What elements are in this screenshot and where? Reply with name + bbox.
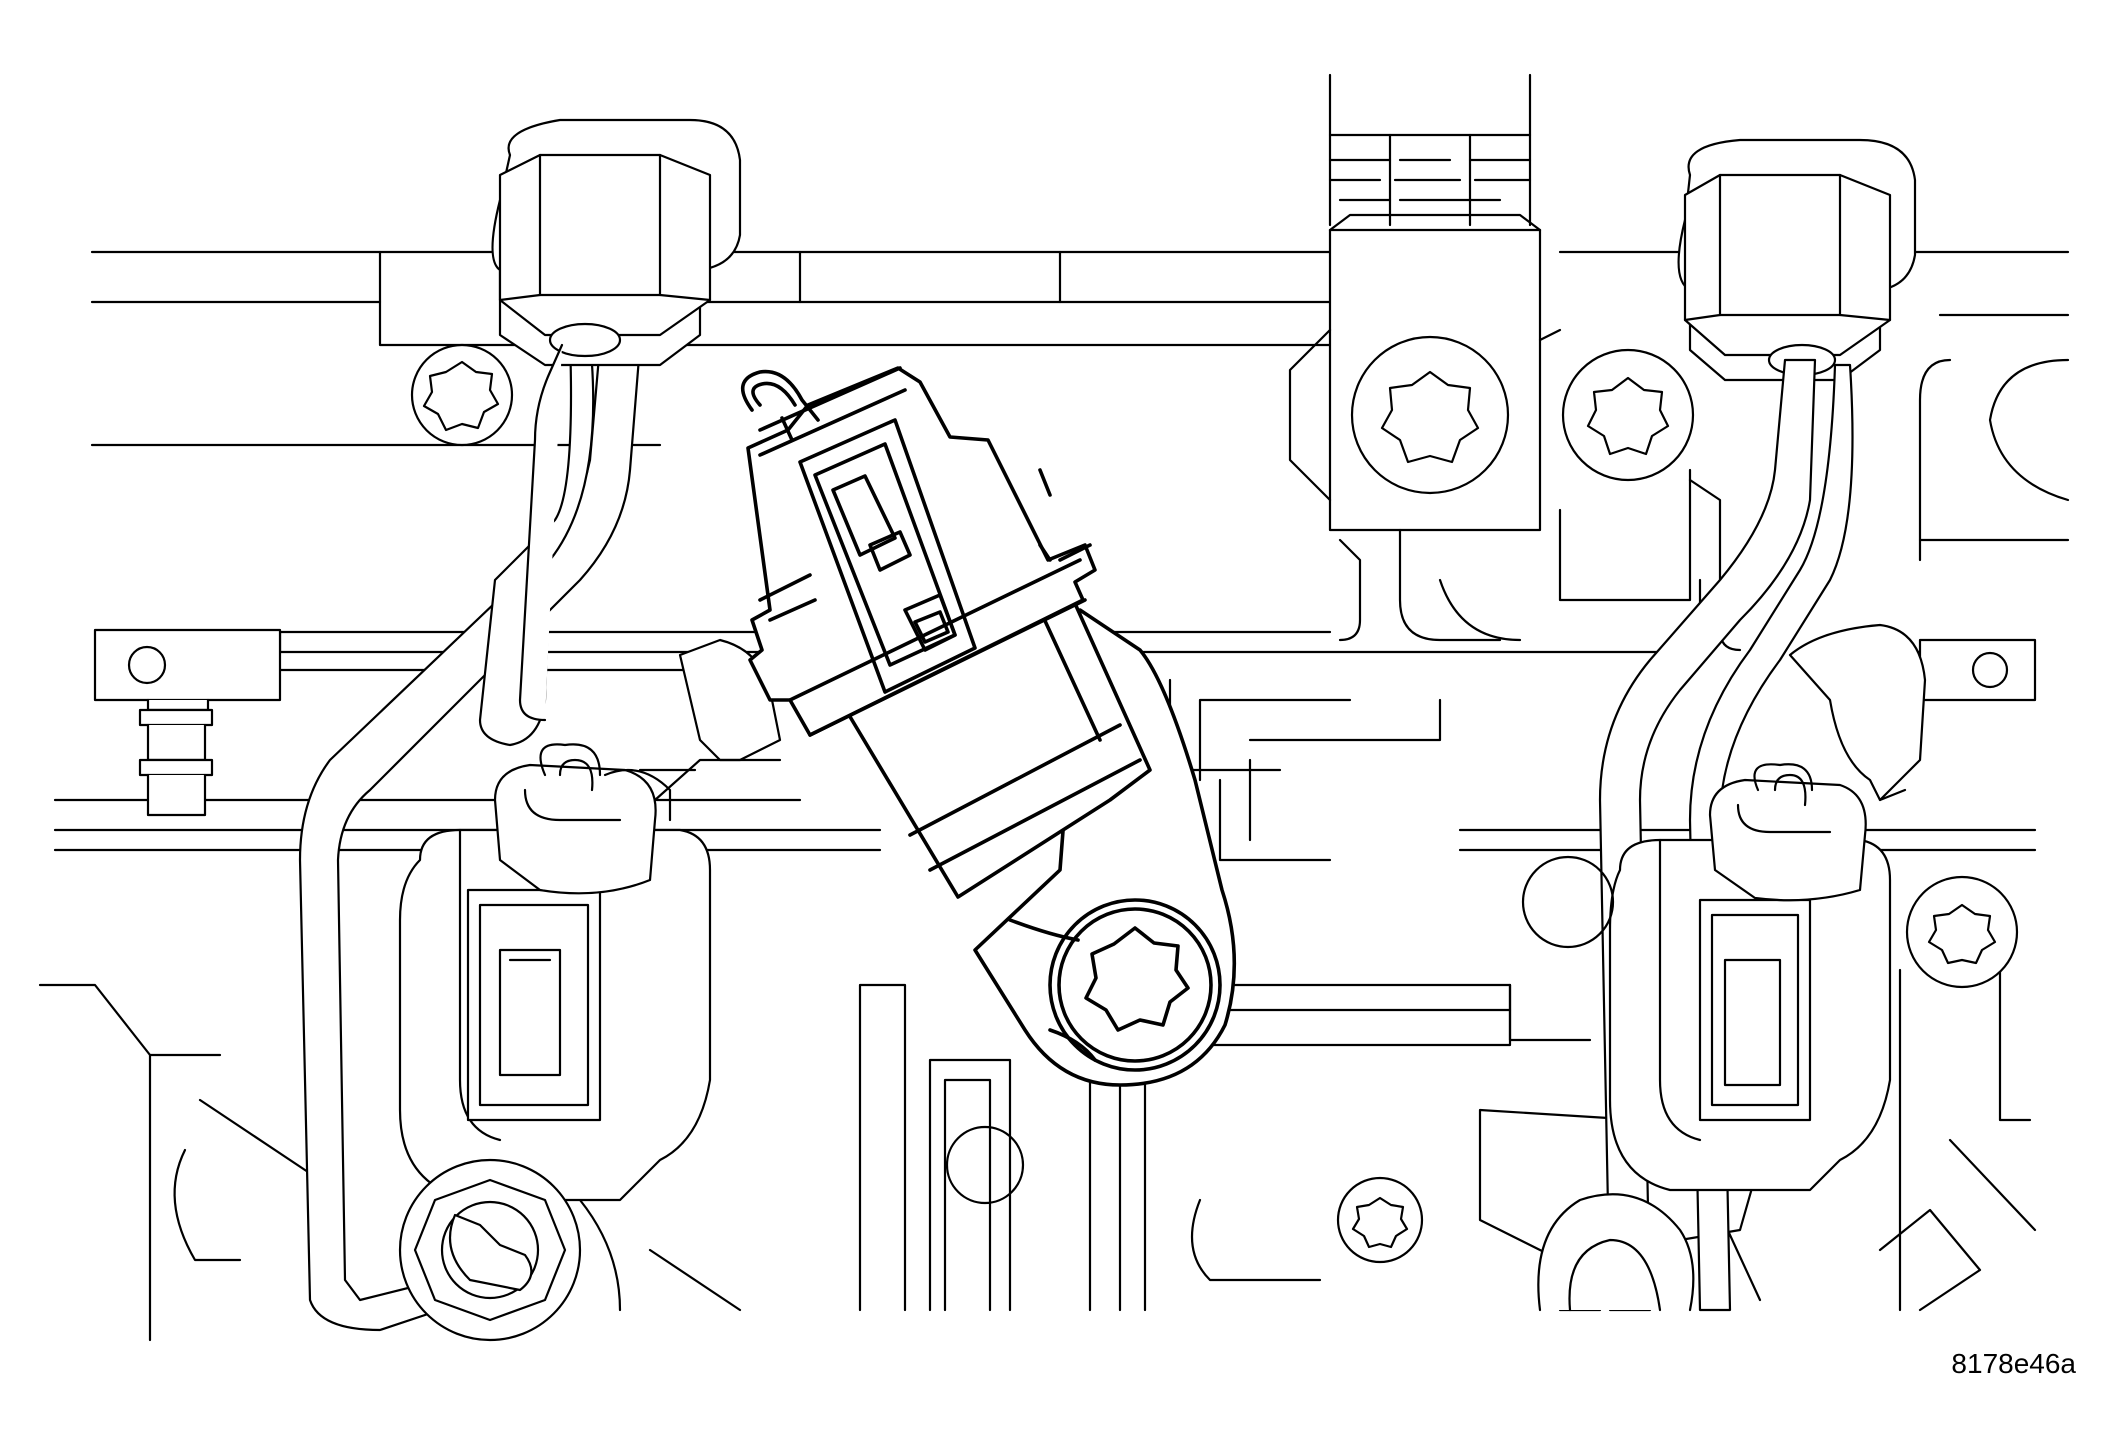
camshaft-position-sensor: [741, 366, 1237, 1087]
sensor-latch-window: [798, 418, 977, 694]
upper-center-fitting-block: [1288, 73, 1692, 642]
left-injector-body: [398, 828, 712, 1202]
right-side-fitting: [1918, 638, 2037, 702]
right-lower-hold-down-bolt: [1905, 875, 2019, 989]
left-injector-cap: [491, 118, 742, 722]
torx-icon: [1084, 926, 1190, 1032]
right-injector-cap: [1677, 138, 1917, 382]
right-injector-body: [1608, 838, 1892, 1192]
sensor-lock-wire: [741, 369, 820, 422]
right-lower-fuel-line-nut: [1537, 1193, 1695, 1312]
sensor-bolt-head: [1048, 898, 1222, 1072]
lower-right-casting-boss: [1521, 855, 1615, 949]
figure-code-label: 8178e46a: [1951, 1348, 2076, 1379]
left-side-fitting: [93, 628, 282, 817]
left-cylinder-hold-down-bolt: [410, 343, 514, 447]
sensor-connector-housing: [746, 366, 1097, 737]
lower-center-hold-down-bolt: [1336, 1176, 1424, 1264]
left-lower-fuel-line-nut: [398, 1158, 582, 1342]
right-upper-hold-down-bolt: [1561, 348, 1695, 482]
right-injector-electrical-connector: [1708, 623, 1927, 902]
